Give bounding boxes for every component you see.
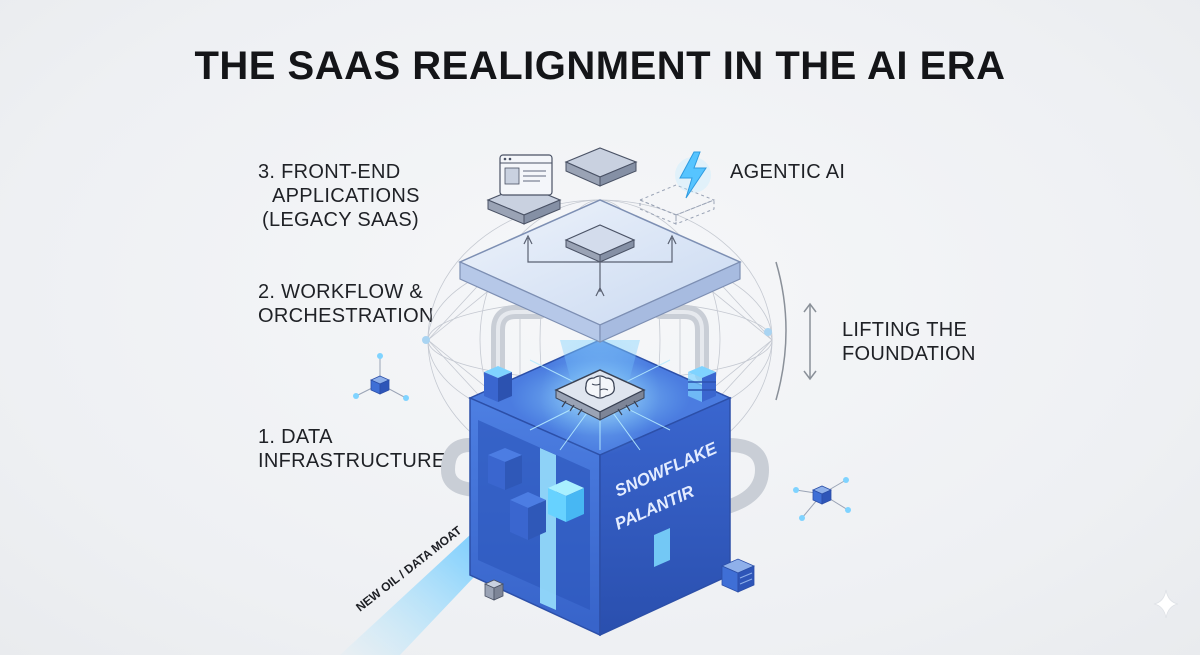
label-data-infra-line1: 1. DATA bbox=[258, 426, 333, 448]
brain-chip-icon bbox=[529, 335, 671, 455]
label-data-infra-line2: INFRASTRUCTURE bbox=[258, 450, 446, 472]
label-agentic-ai: AGENTIC AI bbox=[730, 161, 846, 183]
network-node-icon bbox=[793, 477, 851, 521]
workflow-platform bbox=[458, 199, 742, 343]
browser-window-icon bbox=[499, 154, 553, 196]
connector-right bbox=[688, 366, 716, 402]
page-title: THE SAAS REALIGNMENT IN THE AI ERA bbox=[194, 44, 1006, 88]
lightning-icon bbox=[675, 151, 711, 199]
sphere-nodes bbox=[422, 328, 772, 344]
label-front-end-line1: 3. FRONT-END bbox=[258, 161, 401, 183]
label-workflow-line2: ORCHESTRATION bbox=[258, 305, 434, 327]
sparkle-icon bbox=[1153, 589, 1179, 619]
lifting-arrow bbox=[775, 261, 817, 401]
label-workflow: 2. WORKFLOW & ORCHESTRATION bbox=[258, 280, 434, 328]
pipe-highlights bbox=[496, 310, 704, 377]
label-lifting-line2: FOUNDATION bbox=[842, 343, 976, 365]
connector-left bbox=[484, 366, 512, 402]
label-data-infra: 1. DATA INFRASTRUCTURE bbox=[258, 425, 446, 473]
label-lifting: LIFTING THE FOUNDATION bbox=[842, 318, 976, 366]
floating-cube bbox=[484, 579, 504, 601]
network-node-icon bbox=[353, 353, 409, 401]
label-lifting-line1: LIFTING THE bbox=[842, 319, 968, 341]
label-front-end-line3: (LEGACY SAAS) bbox=[262, 209, 419, 231]
label-workflow-line1: 2. WORKFLOW & bbox=[258, 281, 424, 303]
server-cube-icon bbox=[721, 558, 755, 593]
label-front-end-line2: APPLICATIONS bbox=[272, 185, 420, 207]
label-front-end: 3. FRONT-END APPLICATIONS (LEGACY SAAS) bbox=[258, 160, 420, 232]
